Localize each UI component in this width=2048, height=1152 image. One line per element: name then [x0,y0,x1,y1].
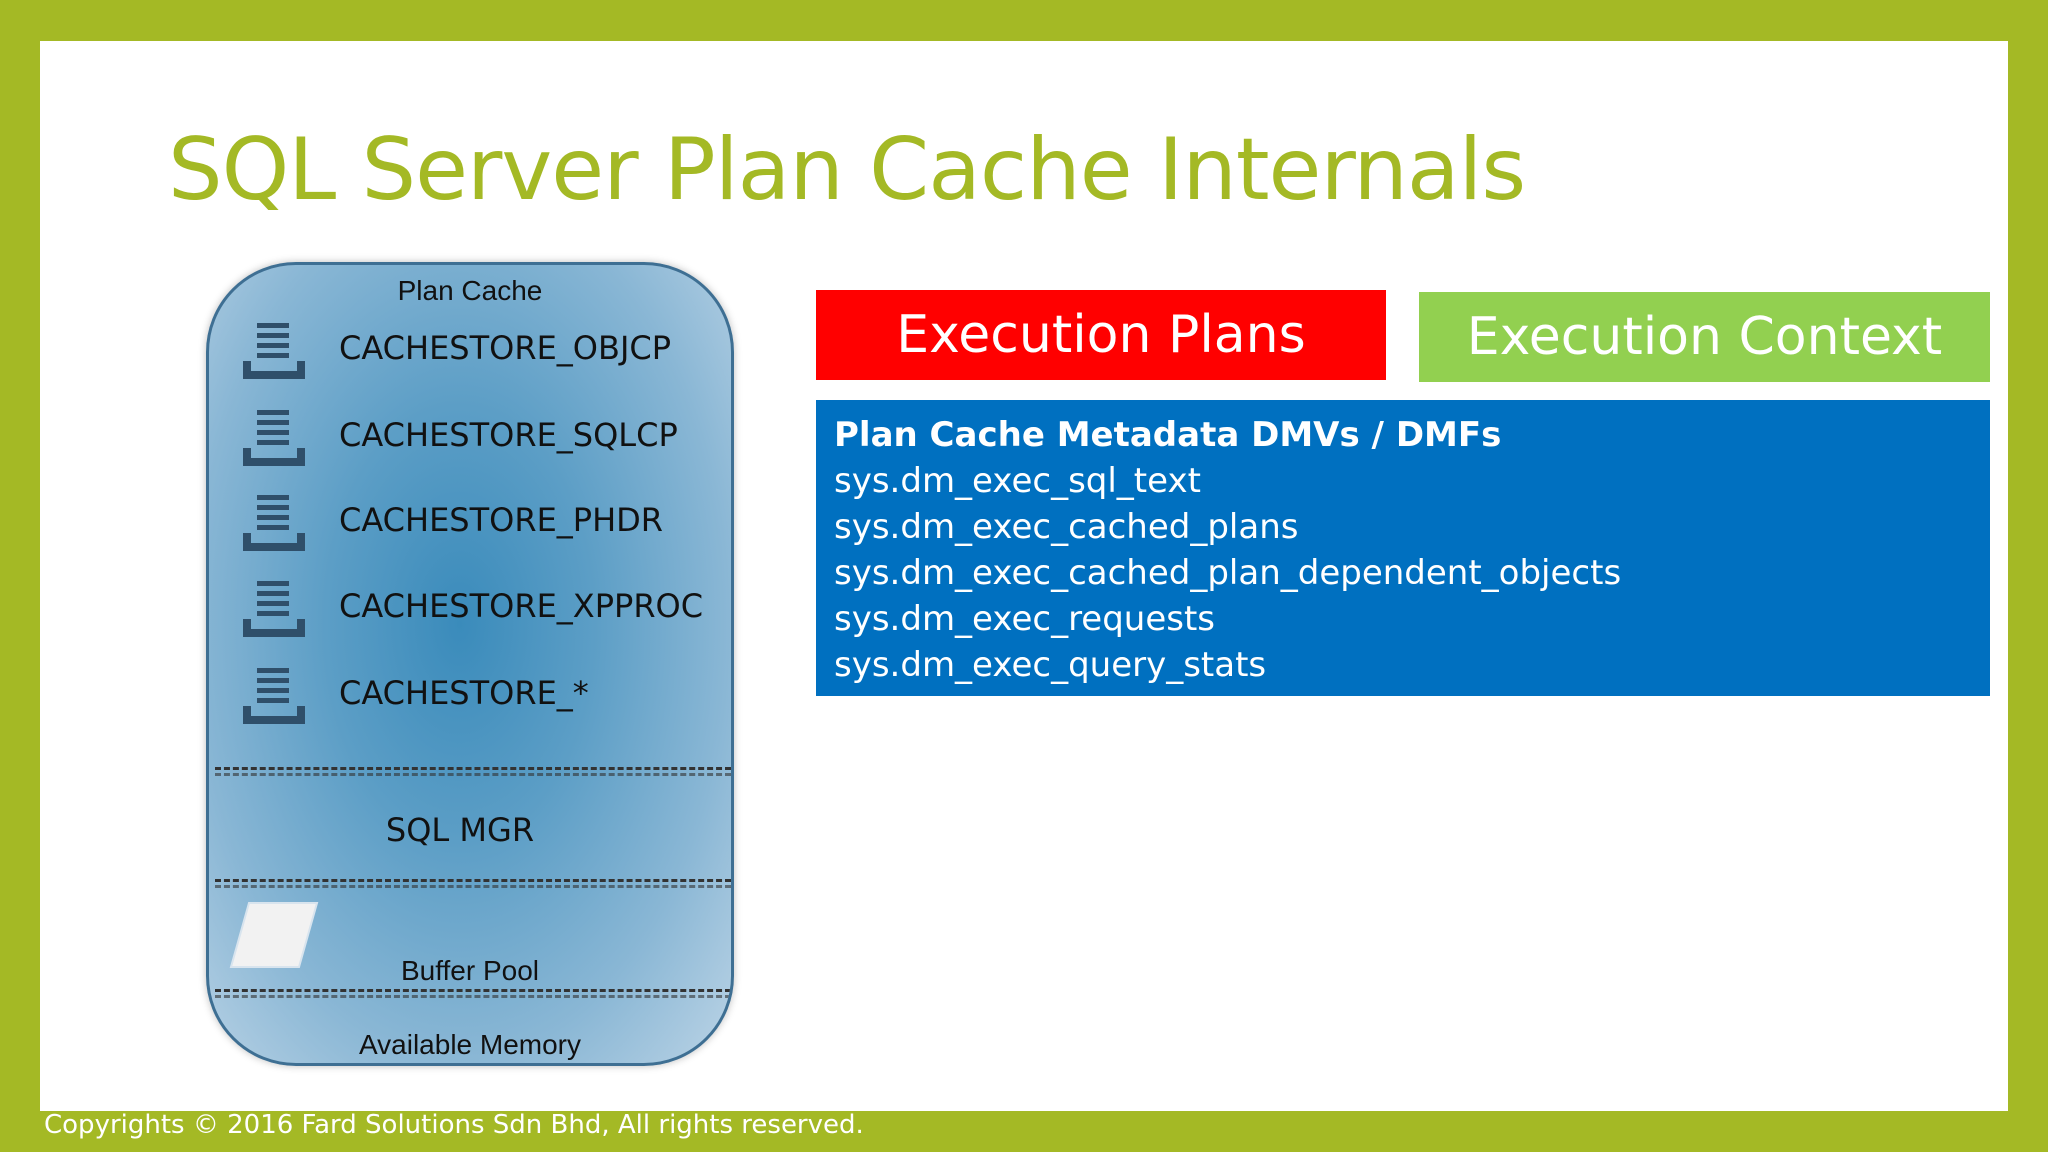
stack-icon [243,323,305,379]
cachestore-row: CACHESTORE_XPPROC [239,573,731,643]
cachestore-label: CACHESTORE_PHDR [339,501,664,539]
section-divider [215,879,731,882]
cachestore-label: CACHESTORE_* [339,674,589,712]
cachestore-label: CACHESTORE_XPPROC [339,587,704,625]
section-divider [215,989,731,992]
buffer-pool-label: Buffer Pool [400,955,540,986]
copyright-footer: Copyrights © 2016 Fard Solutions Sdn Bhd… [44,1110,864,1140]
execution-context-button[interactable]: Execution Context [1419,292,1990,382]
dmv-list-item: sys.dm_exec_requests [834,599,1216,639]
plan-cache-heading: Plan Cache [397,275,543,306]
dmv-list-item: sys.dm_exec_cached_plan_dependent_object… [834,553,1622,593]
dmv-panel-title: Plan Cache Metadata DMVs / DMFs [834,415,1502,455]
cachestore-label: CACHESTORE_SQLCP [339,416,678,454]
execution-plans-button[interactable]: Execution Plans [816,290,1386,380]
cachestore-row: CACHESTORE_OBJCP [239,315,731,385]
page-icon [229,902,319,968]
section-divider [215,767,731,770]
stack-icon [243,495,305,551]
stack-icon [243,581,305,637]
dmv-panel: Plan Cache Metadata DMVs / DMFs sys.dm_e… [816,400,1990,696]
plan-cache-container: Plan Cache CACHESTORE_OBJCP CACHESTORE_S… [206,262,734,1066]
section-divider [215,773,731,776]
cachestore-row: CACHESTORE_SQLCP [239,402,731,472]
stack-icon [243,668,305,724]
section-divider [215,885,731,888]
sql-mgr-label: SQL MGR [385,811,535,849]
slide-title: SQL Server Plan Cache Internals [168,120,1526,220]
cachestore-label: CACHESTORE_OBJCP [339,329,672,367]
stack-icon [243,410,305,466]
section-divider [215,995,731,998]
available-memory-label: Available Memory [358,1029,582,1060]
dmv-list-item: sys.dm_exec_cached_plans [834,507,1299,547]
dmv-list-item: sys.dm_exec_sql_text [834,461,1201,501]
cachestore-row: CACHESTORE_PHDR [239,487,731,557]
dmv-list-item: sys.dm_exec_query_stats [834,645,1267,685]
cachestore-row: CACHESTORE_* [239,660,731,730]
